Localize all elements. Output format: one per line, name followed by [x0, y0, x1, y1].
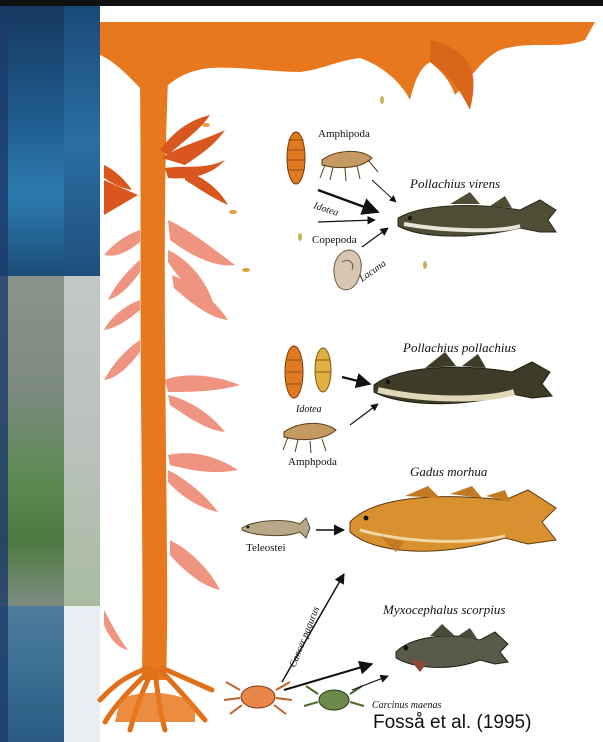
label-myxocephalus-scorpius: Myxocephalus scorpius: [382, 602, 505, 617]
label-gadus-morhua: Gadus morhua: [410, 464, 488, 479]
label-pollachius-pollachius: Pollachius pollachius: [402, 340, 516, 355]
label-copepoda: Copepoda: [312, 234, 357, 246]
label-amphipoda: Amphipoda: [318, 128, 370, 140]
label-carcinus-maenas: Carcinus maenas: [372, 700, 441, 711]
idotea-icon: [287, 132, 305, 184]
label-teleostei: Teleostei: [246, 542, 286, 554]
label-idotea-2: Idotea: [295, 404, 322, 415]
kelp-stipe: [140, 80, 168, 680]
citation: Fosså et al. (1995): [373, 712, 531, 734]
label-amphpoda: Amphpoda: [288, 456, 337, 468]
label-pollachius-virens: Pollachius virens: [409, 176, 500, 191]
